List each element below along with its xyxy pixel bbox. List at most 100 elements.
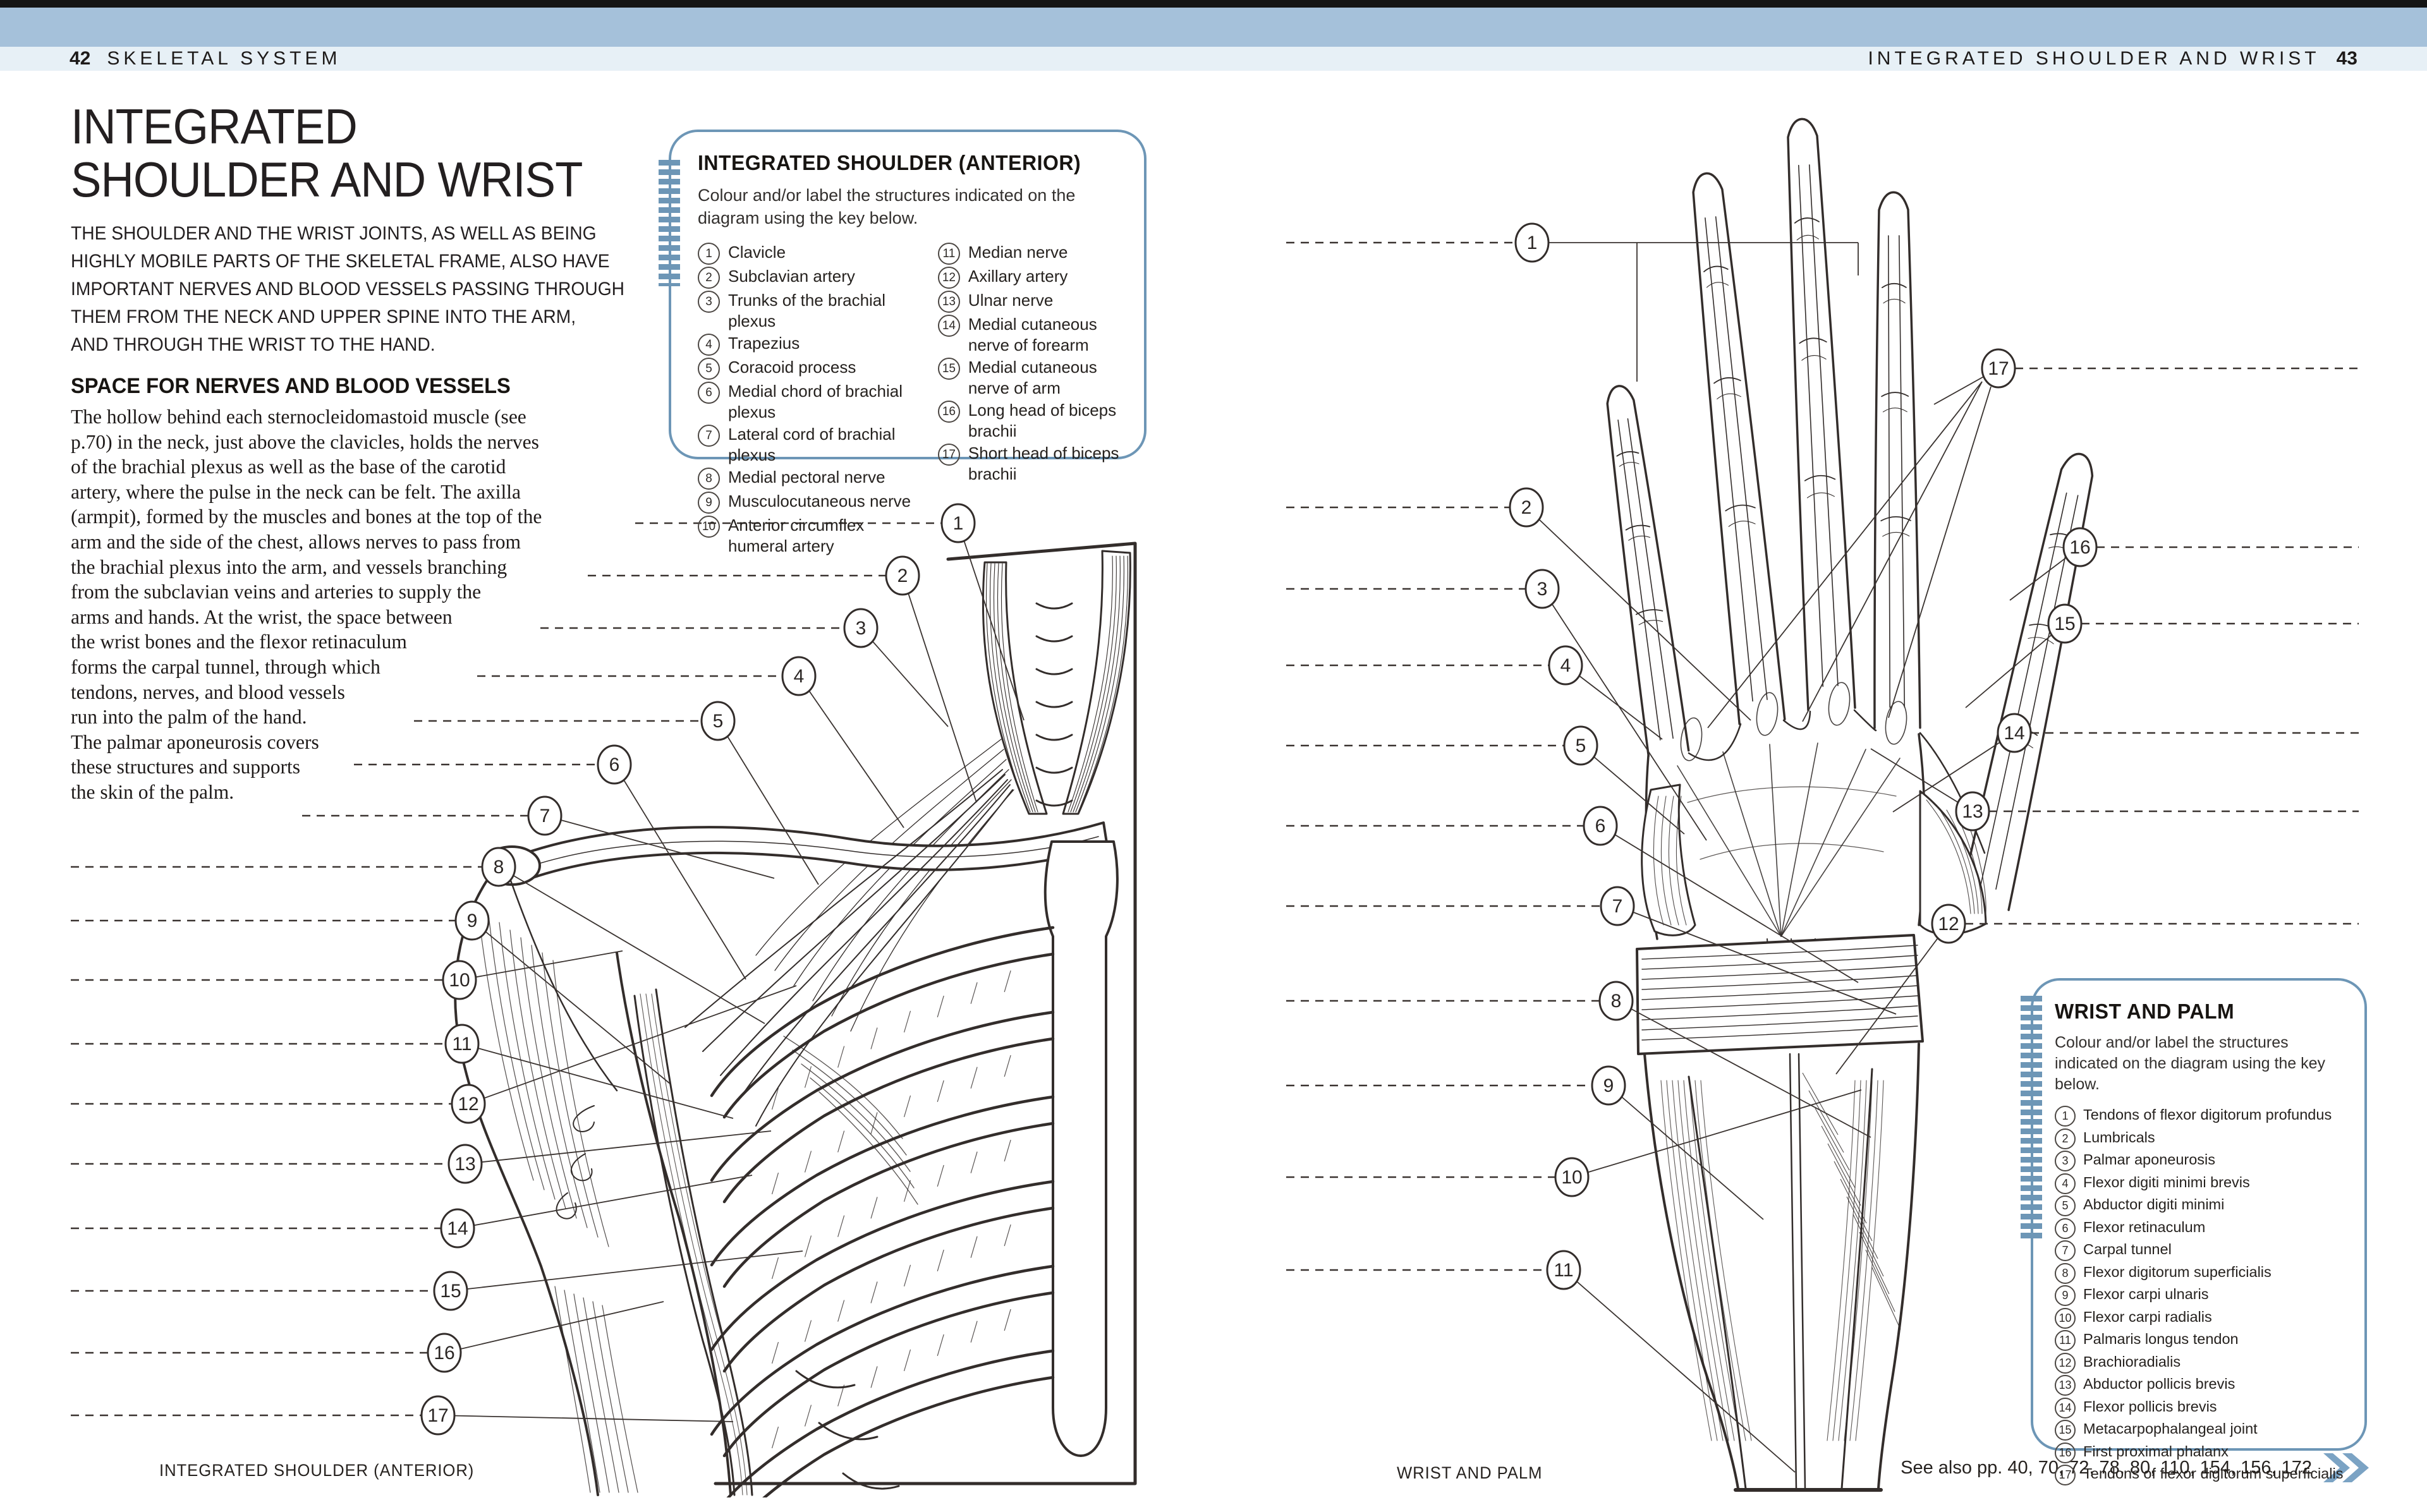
key-item-label: Axillary artery — [968, 267, 1068, 286]
key-item-number: 9 — [2055, 1285, 2076, 1306]
running-header: 42 SKELETAL SYSTEM INTEGRATED SHOULDER A… — [0, 47, 2427, 71]
shoulder-key-instructions: Colour and/or label the structures indic… — [698, 186, 1076, 227]
key-item-number: 8 — [698, 468, 720, 490]
key-item: 12 Brachioradialis — [2055, 1352, 2349, 1374]
key-item-number: 2 — [2055, 1128, 2076, 1149]
page-number-right: 43 — [2336, 48, 2357, 69]
wrist-key-box: WRIST AND PALM Colour and/or label the s… — [2021, 978, 2367, 1485]
shoulder-illustration — [454, 541, 1137, 1497]
key-item-number: 4 — [698, 334, 720, 356]
key-item-label: Trunks of the brachial plexus — [728, 291, 886, 330]
key-item: 5 Abductor digiti minimi — [2055, 1195, 2349, 1216]
key-item-number: 15 — [937, 358, 960, 380]
wrist-key-instructions: Colour and/or label the structures indic… — [2055, 1034, 2326, 1093]
key-item-number: 7 — [2055, 1240, 2076, 1261]
key-item-label: Medial pectoral nerve — [728, 468, 885, 487]
key-item-number: 14 — [937, 315, 960, 337]
key-item-number: 17 — [937, 444, 960, 466]
key-item-label: Median nerve — [968, 243, 1068, 262]
body-paragraph-line: artery, where the pulse in the neck can … — [71, 480, 521, 503]
section-title-left: SKELETAL SYSTEM — [107, 48, 341, 69]
key-item-number: 7 — [698, 425, 720, 447]
key-item: 11 Palmaris longus tendon — [2055, 1329, 2349, 1351]
key-item-label: Medial cutaneous nerve of arm — [968, 358, 1097, 397]
key-item-label: Palmar aponeurosis — [2083, 1151, 2215, 1168]
body-paragraph-line: of the brachial plexus as well as the ba… — [71, 456, 506, 478]
key-item-label: Metacarpophalangeal joint — [2083, 1420, 2258, 1437]
key-item-label: Brachioradialis — [2083, 1353, 2181, 1370]
decorative-strip-icon — [659, 160, 680, 286]
body-paragraph-line: The hollow behind each sternocleidomasto… — [71, 406, 526, 428]
key-item-number: 6 — [698, 382, 720, 404]
key-item-number: 10 — [698, 516, 720, 538]
key-item: 14 Medial cutaneous nerve of forearm — [937, 314, 1121, 356]
decorative-strip-icon — [2021, 996, 2042, 1240]
svg-text:2: 2 — [1521, 497, 1532, 518]
key-item-label: Flexor carpi ulnaris — [2083, 1286, 2209, 1302]
body-paragraph-line: the brachial plexus into the arm, and ve… — [71, 555, 508, 578]
key-item-label: First proximal phalanx — [2083, 1442, 2229, 1460]
key-item-number: 12 — [2055, 1352, 2076, 1374]
key-item-label: Palmaris longus tendon — [2083, 1331, 2239, 1347]
key-item-label: Ulnar nerve — [968, 291, 1054, 310]
key-item-number: 6 — [2055, 1218, 2076, 1239]
key-item-label: Clavicle — [728, 243, 786, 262]
key-item-label: Carpal tunnel — [2083, 1241, 2172, 1257]
intro-paragraph-line: HIGHLY MOBILE PARTS OF THE SKELETAL FRAM… — [71, 251, 610, 272]
key-item-label: Subclavian artery — [728, 267, 855, 286]
key-item-number: 5 — [2055, 1195, 2076, 1216]
key-item-number: 11 — [2055, 1330, 2076, 1351]
page-number-left: 42 — [70, 48, 91, 69]
shoulder-key-title: INTEGRATED SHOULDER (ANTERIOR) — [698, 151, 1081, 174]
key-item-label: Abductor digiti minimi — [2083, 1196, 2225, 1213]
key-item: 1 Clavicle — [698, 242, 922, 265]
key-item: 6 Medial chord of brachial plexus — [698, 381, 922, 423]
section-subheading: SPACE FOR NERVES AND BLOOD VESSELS — [71, 374, 511, 398]
banner-light-strip — [0, 47, 2427, 71]
key-item-number: 1 — [698, 243, 720, 265]
body-paragraph-line: forms the carpal tunnel, through which — [71, 655, 380, 678]
key-item-label: Medial cutaneous nerve of forearm — [968, 315, 1097, 354]
body-paragraph-line: p.70) in the neck, just above the clavic… — [71, 430, 539, 453]
key-item-label: Coracoid process — [728, 358, 856, 377]
intro-paragraph-line: THE SHOULDER AND THE WRIST JOINTS, AS WE… — [71, 223, 597, 244]
shoulder-key-col-1: 1 Clavicle 2 Subclavian artery 3 Trunks of th… — [698, 242, 922, 558]
key-item-label: Medial chord of brachial plexus — [728, 382, 903, 421]
see-also-reference: See also pp. 40, 70, 72, 78, 80, 110, 15… — [1901, 1453, 2369, 1482]
key-item-number: 17 — [2055, 1465, 2076, 1485]
key-item-number: 13 — [937, 291, 960, 313]
body-paragraph-line: arms and hands. At the wrist, the space … — [71, 605, 453, 628]
key-item: 8 Medial pectoral nerve — [698, 467, 922, 490]
key-item-label: Musculocutaneous nerve — [728, 492, 911, 511]
key-item: 9 Flexor carpi ulnaris — [2055, 1285, 2349, 1306]
key-item-label: Abductor pollicis brevis — [2083, 1376, 2235, 1392]
key-item-number: 3 — [698, 291, 720, 313]
key-item: 13 Ulnar nerve — [937, 290, 1121, 313]
key-item-number: 4 — [2055, 1173, 2076, 1194]
key-item-number: 2 — [698, 267, 720, 289]
shoulder-key-box: INTEGRATED SHOULDER (ANTERIOR) Colour an… — [659, 130, 1147, 555]
key-item-number: 15 — [2055, 1420, 2076, 1441]
shoulder-key-columns: 1 Clavicle 2 Subclavian artery 3 Trunks of th… — [698, 242, 1121, 558]
key-item-number: 10 — [2055, 1307, 2076, 1329]
body-paragraph-line: these structures and supports — [71, 756, 301, 778]
intro-paragraph: THE SHOULDER AND THE WRIST JOINTS, AS WE… — [71, 220, 653, 359]
